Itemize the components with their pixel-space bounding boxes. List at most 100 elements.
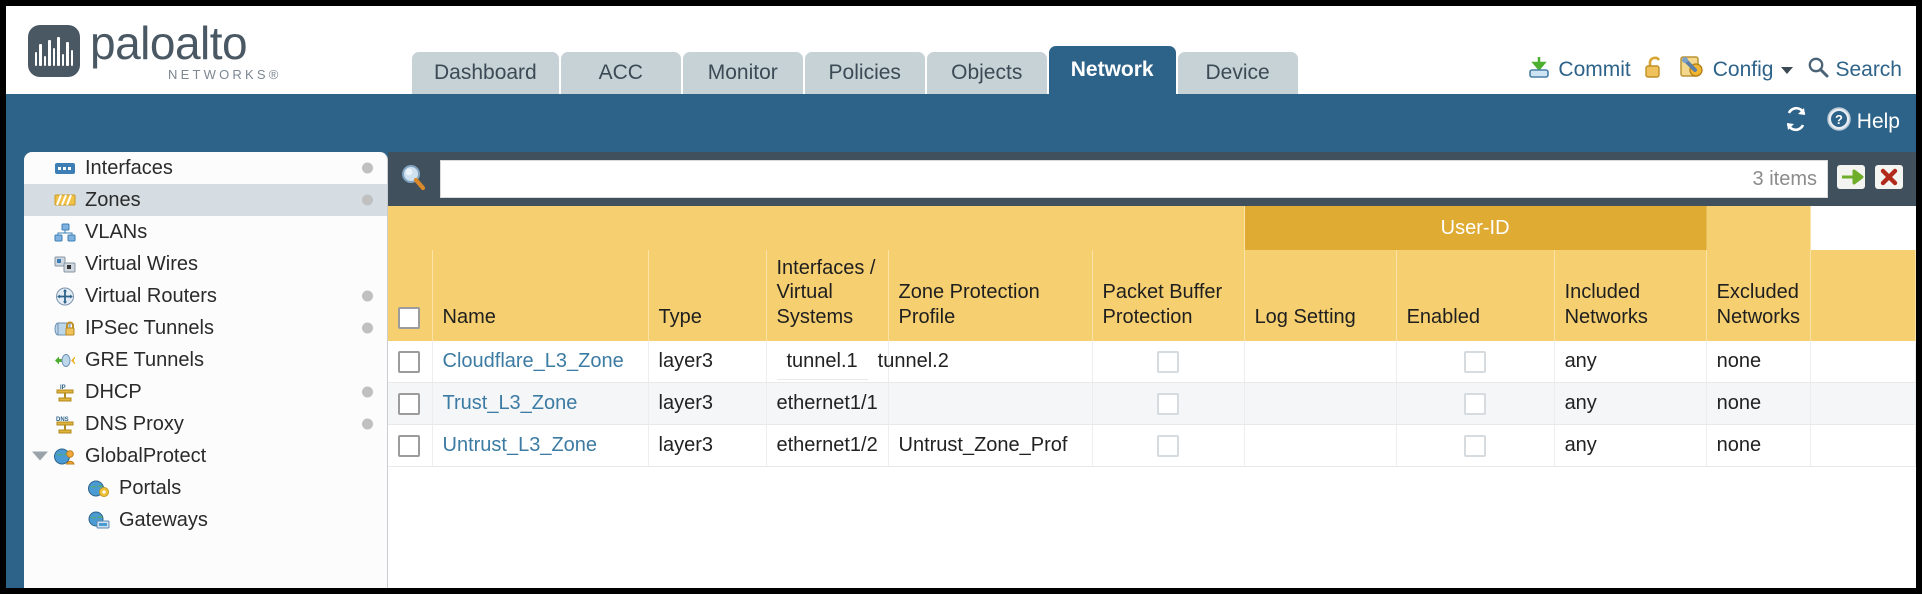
userid-enabled-checkbox[interactable] bbox=[1464, 350, 1487, 373]
tab-label: Policies bbox=[828, 61, 901, 84]
sidebar-item-submenu-dot[interactable] bbox=[362, 162, 373, 174]
row-select-checkbox[interactable] bbox=[398, 350, 420, 373]
tab-acc[interactable]: ACC bbox=[560, 52, 681, 94]
column-header-name[interactable]: Name bbox=[432, 250, 649, 342]
sidebar-item-zones[interactable]: Zones bbox=[24, 184, 387, 216]
cell-userid-enabled bbox=[1396, 382, 1555, 426]
packet-buffer-protection-checkbox[interactable] bbox=[1157, 350, 1180, 373]
expand-collapse-triangle-icon[interactable] bbox=[32, 451, 48, 461]
column-header-zone-protection-profile[interactable]: Zone Protection Profile bbox=[888, 250, 1093, 342]
sidebar-item-virtual-wires[interactable]: Virtual Wires bbox=[24, 248, 387, 280]
sidebar-item-gateways[interactable]: Gateways bbox=[24, 504, 387, 536]
clear-filter-button[interactable] bbox=[1874, 162, 1904, 197]
userid-enabled-checkbox[interactable] bbox=[1464, 434, 1487, 457]
tab-label: Monitor bbox=[707, 61, 778, 84]
search-button[interactable]: Search bbox=[1807, 56, 1902, 84]
brand-subtitle: NETWORKS® bbox=[168, 67, 282, 82]
unlocked-padlock-icon[interactable] bbox=[1643, 54, 1667, 86]
group-header-trailing-spacer bbox=[1706, 206, 1812, 250]
apply-filter-button[interactable] bbox=[1836, 162, 1866, 197]
sidebar-item-label: Portals bbox=[119, 476, 182, 499]
cell-trailing bbox=[1810, 424, 1916, 468]
tab-policies[interactable]: Policies bbox=[804, 52, 925, 94]
sidebar-item-label: Virtual Routers bbox=[85, 284, 217, 307]
tab-dashboard[interactable]: Dashboard bbox=[412, 52, 559, 94]
cell-interfaces: ethernet1/1 bbox=[766, 382, 889, 426]
sidebar-item-ipsec-tunnels[interactable]: IPSec Tunnels bbox=[24, 312, 387, 344]
column-header-interfaces-virtual-systems[interactable]: Interfaces / Virtual Systems bbox=[766, 250, 889, 342]
search-field-wrap: 3 items bbox=[440, 160, 1828, 198]
zone-name-link[interactable]: Cloudflare_L3_Zone bbox=[442, 350, 624, 373]
sidebar-item-label: Gateways bbox=[119, 508, 208, 531]
column-header-type[interactable]: Type bbox=[648, 250, 767, 342]
packet-buffer-protection-checkbox[interactable] bbox=[1157, 392, 1180, 415]
sidebar-item-virtual-routers[interactable]: Virtual Routers bbox=[24, 280, 387, 312]
zone-name-link[interactable]: Untrust_L3_Zone bbox=[442, 434, 598, 457]
config-menu-button[interactable]: Config bbox=[1679, 54, 1796, 86]
magnifier-icon[interactable] bbox=[394, 162, 432, 197]
ipsec-tunnels-icon bbox=[54, 319, 76, 338]
help-button[interactable]: ? Help bbox=[1826, 106, 1900, 138]
sidebar-item-vlans[interactable]: VLANs bbox=[24, 216, 387, 248]
sidebar-item-globalprotect[interactable]: GlobalProtect bbox=[24, 440, 387, 472]
cell-name: Untrust_L3_Zone bbox=[432, 424, 649, 468]
column-header-included-networks[interactable]: Included Networks bbox=[1554, 250, 1707, 342]
cell-trailing bbox=[1810, 341, 1916, 384]
zones-icon bbox=[54, 191, 76, 210]
sidebar-item-submenu-dot[interactable] bbox=[362, 322, 373, 334]
virtual-wires-icon bbox=[54, 255, 76, 274]
table-group-header-row: User-ID bbox=[388, 206, 1916, 250]
sidebar-item-interfaces[interactable]: Interfaces bbox=[24, 152, 387, 184]
column-header-enabled[interactable]: Enabled bbox=[1396, 250, 1555, 342]
column-header-packet-buffer-protection[interactable]: Packet Buffer Protection bbox=[1092, 250, 1245, 342]
refresh-icon[interactable] bbox=[1782, 106, 1810, 138]
search-input[interactable] bbox=[451, 167, 1743, 191]
userid-enabled-checkbox[interactable] bbox=[1464, 392, 1487, 415]
sidebar-item-label: GlobalProtect bbox=[85, 444, 207, 467]
header-actions: Commit Config bbox=[1526, 54, 1902, 86]
select-all-checkbox[interactable] bbox=[398, 306, 420, 329]
dns-proxy-icon: DNS bbox=[54, 415, 76, 434]
chevron-down-icon bbox=[1779, 58, 1795, 82]
row-select-checkbox[interactable] bbox=[398, 434, 420, 457]
items-count-label: 3 items bbox=[1752, 167, 1817, 190]
tab-device[interactable]: Device bbox=[1177, 52, 1298, 94]
interface-entry: tunnel.1 bbox=[776, 343, 868, 381]
cell-included-networks: any bbox=[1554, 424, 1707, 468]
cell-log-setting bbox=[1244, 382, 1397, 426]
tab-objects[interactable]: Objects bbox=[926, 52, 1047, 94]
sidebar-item-submenu-dot[interactable] bbox=[362, 194, 373, 206]
cell-userid-enabled bbox=[1396, 341, 1555, 384]
column-header-excluded-networks[interactable]: Excluded Networks bbox=[1706, 250, 1812, 342]
tab-label: ACC bbox=[598, 61, 643, 84]
sidebar-item-portals[interactable]: Portals bbox=[24, 472, 387, 504]
cell-zone-protection-profile bbox=[888, 382, 1093, 426]
packet-buffer-protection-checkbox[interactable] bbox=[1157, 434, 1180, 457]
sidebar-item-gre-tunnels[interactable]: GRE Tunnels bbox=[24, 344, 387, 376]
tab-network[interactable]: Network bbox=[1048, 46, 1176, 94]
select-all-header bbox=[388, 250, 433, 342]
sidebar-item-submenu-dot[interactable] bbox=[362, 386, 373, 398]
sidebar-item-submenu-dot[interactable] bbox=[362, 418, 373, 430]
column-header-log-setting[interactable]: Log Setting bbox=[1244, 250, 1397, 342]
tab-monitor[interactable]: Monitor bbox=[682, 52, 803, 94]
cell-type: layer3 bbox=[648, 341, 767, 384]
svg-text:?: ? bbox=[1835, 112, 1843, 127]
cell-packet-buffer-protection bbox=[1092, 382, 1245, 426]
sidebar-item-submenu-dot[interactable] bbox=[362, 290, 373, 302]
row-select-checkbox[interactable] bbox=[398, 392, 420, 415]
zone-name-link[interactable]: Trust_L3_Zone bbox=[442, 392, 578, 415]
cell-name: Cloudflare_L3_Zone bbox=[432, 341, 649, 384]
commit-button[interactable]: Commit bbox=[1526, 55, 1631, 85]
dhcp-icon: IP bbox=[54, 383, 76, 402]
cell-interfaces: ethernet1/2 bbox=[766, 424, 889, 468]
